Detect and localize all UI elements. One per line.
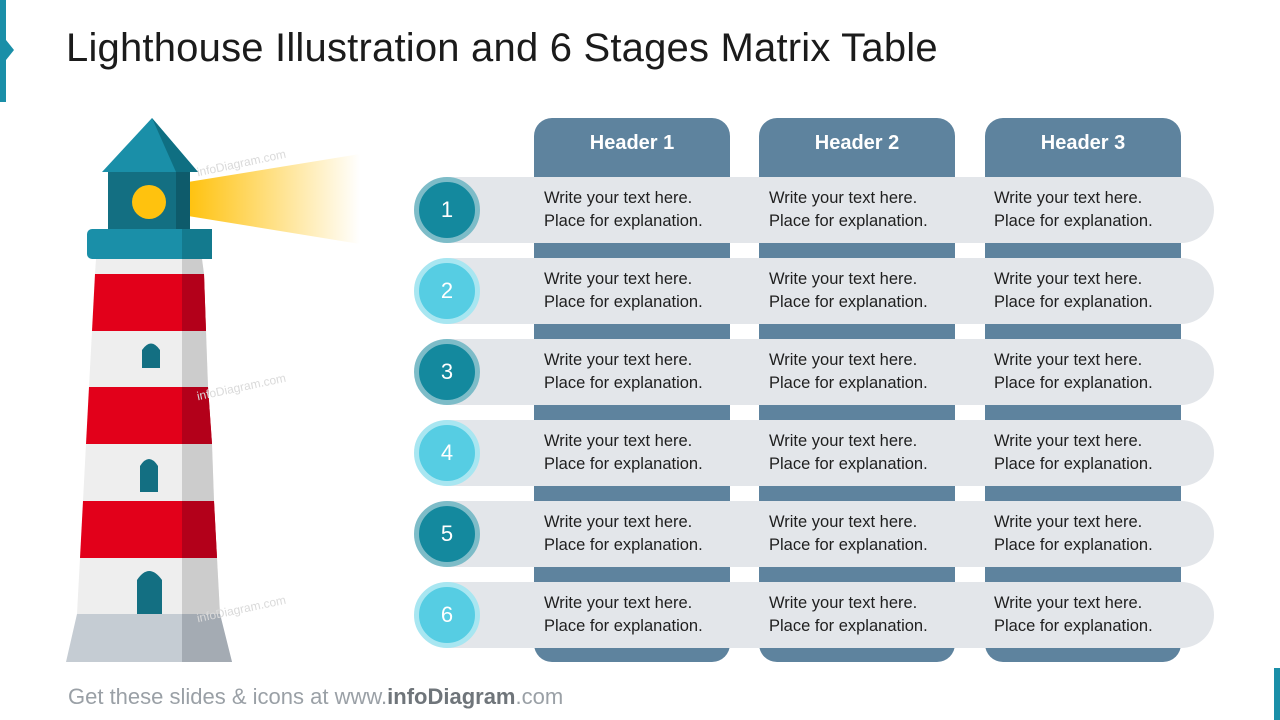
cell-line-2: Place for explanation. <box>544 374 703 392</box>
row-4-cell-3: Write your text here. Place for explanati… <box>994 430 1190 476</box>
stage-2-number: 2 <box>440 278 454 303</box>
header-1: Header 1 <box>589 132 675 154</box>
cell-line-1: Write your text here. <box>769 189 918 207</box>
stage-3-circle: 3 <box>414 339 480 405</box>
stage-1-number: 1 <box>440 197 454 222</box>
footer-brand: infoDiagram <box>387 684 516 709</box>
cell-line-2: Place for explanation. <box>544 212 703 230</box>
cell-line-1: Write your text here. <box>544 432 693 450</box>
row-2-band <box>448 258 1214 324</box>
cell-line-1: Write your text here. <box>544 594 693 612</box>
cell-line-1: Write your text here. <box>769 513 918 531</box>
window-1 <box>142 343 160 368</box>
red-stripe-1 <box>92 274 206 331</box>
cell-line-2: Place for explanation. <box>994 617 1153 635</box>
cell-line-1: Write your text here. <box>994 594 1143 612</box>
cell-line-1: Write your text here. <box>994 351 1143 369</box>
stage-4-number: 4 <box>440 440 454 465</box>
row-2-cell-2: Write your text here. Place for explanati… <box>769 268 965 314</box>
row-6-band <box>448 582 1214 648</box>
cell-line-2: Place for explanation. <box>769 293 928 311</box>
row-6-cell-3: Write your text here. Place for explanati… <box>994 592 1190 638</box>
lighthouse-gallery <box>87 229 212 259</box>
right-accent-bar <box>1274 668 1280 720</box>
cell-line-1: Write your text here. <box>544 189 693 207</box>
red-stripe-2 <box>86 387 212 444</box>
row-6-cell-2: Write your text here. Place for explanati… <box>769 592 965 638</box>
cell-line-1: Write your text here. <box>544 270 693 288</box>
row-1-band <box>448 177 1214 243</box>
cell-line-2: Place for explanation. <box>544 455 703 473</box>
cell-line-2: Place for explanation. <box>994 374 1153 392</box>
door <box>137 571 162 614</box>
row-3-cell-3: Write your text here. Place for explanati… <box>994 349 1190 395</box>
window-2 <box>140 459 158 492</box>
stage-6-number: 6 <box>440 602 454 627</box>
cell-line-1: Write your text here. <box>994 189 1143 207</box>
row-4-cell-2: Write your text here. Place for explanati… <box>769 430 965 476</box>
stage-1-circle: 1 <box>414 177 480 243</box>
row-3-band <box>448 339 1214 405</box>
cell-line-2: Place for explanation. <box>994 455 1153 473</box>
cell-line-2: Place for explanation. <box>544 617 703 635</box>
cell-line-1: Write your text here. <box>544 513 693 531</box>
stage-5-number: 5 <box>440 521 454 546</box>
row-3-cell-2: Write your text here. Place for explanati… <box>769 349 965 395</box>
row-2-cell-1: Write your text here. Place for explanati… <box>544 268 740 314</box>
row-2-cell-3: Write your text here. Place for explanati… <box>994 268 1190 314</box>
cell-line-1: Write your text here. <box>544 351 693 369</box>
row-1-cell-2: Write your text here. Place for explanati… <box>769 187 965 233</box>
stage-3-number: 3 <box>440 359 454 384</box>
cell-line-1: Write your text here. <box>994 513 1143 531</box>
cell-line-2: Place for explanation. <box>544 536 703 554</box>
footer-credit: Get these slides & icons at www.infoDiag… <box>68 684 563 710</box>
stage-6-circle: 6 <box>414 582 480 648</box>
cell-line-2: Place for explanation. <box>769 617 928 635</box>
light-beam <box>188 154 360 244</box>
cell-line-1: Write your text here. <box>769 351 918 369</box>
cell-line-2: Place for explanation. <box>544 293 703 311</box>
left-accent-bar <box>0 0 6 102</box>
row-5-cell-1: Write your text here. Place for explanati… <box>544 511 740 557</box>
cell-line-1: Write your text here. <box>994 270 1143 288</box>
stage-2-circle: 2 <box>414 258 480 324</box>
cell-line-2: Place for explanation. <box>994 536 1153 554</box>
cell-line-1: Write your text here. <box>769 594 918 612</box>
cell-line-1: Write your text here. <box>769 432 918 450</box>
slide-title: Lighthouse Illustration and 6 Stages Mat… <box>66 26 938 70</box>
stage-4-circle: 4 <box>414 420 480 486</box>
row-5-band <box>448 501 1214 567</box>
footer-suffix: .com <box>515 684 564 709</box>
header-2: Header 2 <box>814 132 900 154</box>
cell-line-1: Write your text here. <box>769 270 918 288</box>
row-5-cell-3: Write your text here. Place for explanati… <box>994 511 1190 557</box>
row-3-cell-1: Write your text here. Place for explanati… <box>544 349 740 395</box>
row-4-band <box>448 420 1214 486</box>
cell-line-2: Place for explanation. <box>769 212 928 230</box>
stage-5-circle: 5 <box>414 501 480 567</box>
row-1-cell-1: Write your text here. Place for explanati… <box>544 187 740 233</box>
cell-line-2: Place for explanation. <box>994 212 1153 230</box>
cell-line-2: Place for explanation. <box>769 455 928 473</box>
row-5-cell-2: Write your text here. Place for explanati… <box>769 511 965 557</box>
cell-line-2: Place for explanation. <box>769 536 928 554</box>
header-3: Header 3 <box>1040 132 1126 154</box>
row-6-cell-1: Write your text here. Place for explanati… <box>544 592 740 638</box>
cell-line-1: Write your text here. <box>994 432 1143 450</box>
row-4-cell-1: Write your text here. Place for explanati… <box>544 430 740 476</box>
footer-prefix: Get these slides & icons at www. <box>68 684 388 709</box>
lamp <box>132 185 166 219</box>
row-1-cell-3: Write your text here. Place for explanati… <box>994 187 1190 233</box>
cell-line-2: Place for explanation. <box>994 293 1153 311</box>
lighthouse-illustration <box>66 118 360 662</box>
left-accent-notch <box>6 40 14 60</box>
cell-line-2: Place for explanation. <box>769 374 928 392</box>
